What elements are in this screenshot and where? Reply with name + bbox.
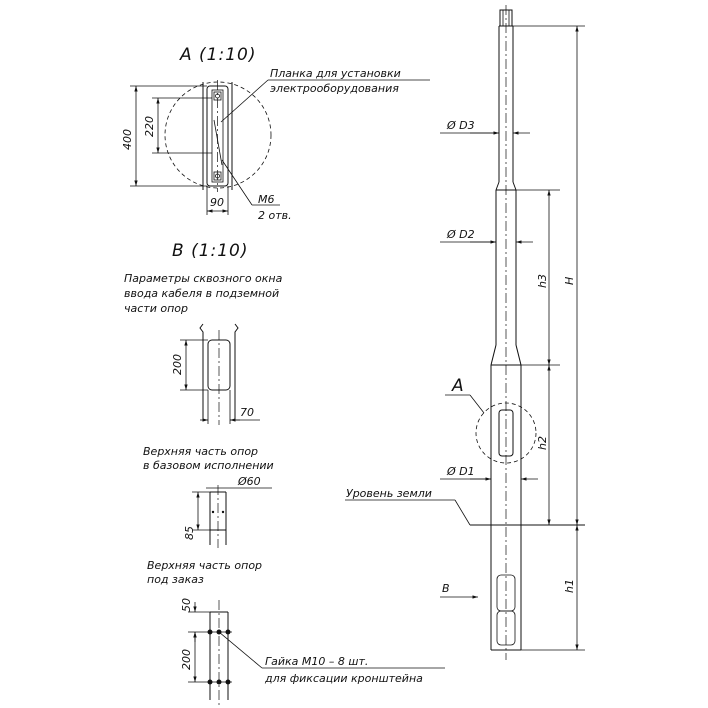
callout-a-label: A — [451, 376, 465, 396]
detail-a-view: A (1:10) Планка для установки электрообо… — [121, 45, 430, 222]
dim-h1: h1 — [563, 579, 576, 593]
dim-h2: h2 — [536, 436, 549, 450]
detail-a-title: A (1:10) — [179, 45, 256, 65]
dim-d3: Ø D3 — [446, 119, 475, 132]
top-custom-view: Верхняя часть опор под заказ 50 200 Га — [147, 559, 445, 705]
nut-label-line1: Гайка М10 – 8 шт. — [265, 655, 368, 668]
dim-200-nuts: 200 — [180, 649, 193, 670]
bolt-label-count: 2 отв. — [258, 209, 292, 222]
pole-elevation: A Ø D3 Ø D2 Ø D1 Уровень земли h3 — [345, 5, 585, 660]
dim-d2: Ø D2 — [446, 228, 475, 241]
dim-d60: Ø60 — [237, 475, 261, 488]
top-basic-note-line1: Верхняя часть опор — [143, 445, 258, 458]
top-basic-view: Верхняя часть опор в базовом исполнении … — [143, 445, 274, 548]
pole-equipment-window — [498, 409, 514, 457]
detail-b-note-line3: части опор — [124, 302, 188, 315]
detail-b-view: B (1:10) Параметры сквозного окна ввода … — [124, 241, 283, 425]
dim-d1: Ø D1 — [446, 465, 475, 478]
cable-entry-window — [207, 339, 231, 391]
detail-a-callout-circle — [164, 81, 272, 189]
dim-H: H — [563, 277, 576, 285]
dim-400: 400 — [121, 129, 134, 150]
pole-cable-window-lower — [496, 610, 516, 646]
detail-b-note-line2: ввода кабеля в подземной — [124, 287, 279, 300]
detail-b-note-line1: Параметры сквозного окна — [124, 272, 283, 285]
nut-label-line2: для фиксации кронштейна — [264, 672, 423, 685]
bolt-label-m6: М6 — [258, 193, 275, 206]
view-b-label: B — [442, 582, 450, 595]
dim-h3: h3 — [536, 274, 549, 288]
dim-220: 220 — [143, 116, 156, 137]
dim-85: 85 — [183, 526, 196, 540]
detail-b-title: B (1:10) — [172, 241, 249, 261]
dim-200-window: 200 — [171, 354, 184, 375]
dim-50: 50 — [180, 598, 193, 612]
top-basic-note-line2: в базовом исполнении — [143, 459, 274, 472]
plate-label-line2: электрооборудования — [270, 82, 399, 95]
dim-70: 70 — [240, 406, 254, 419]
top-custom-note-line1: Верхняя часть опор — [147, 559, 262, 572]
pole-callout-a-circle — [475, 402, 537, 464]
top-custom-note-line2: под заказ — [147, 573, 204, 586]
ground-level-label: Уровень земли — [346, 487, 432, 500]
plate-label-line1: Планка для установки — [270, 67, 401, 80]
dim-90: 90 — [210, 196, 224, 209]
